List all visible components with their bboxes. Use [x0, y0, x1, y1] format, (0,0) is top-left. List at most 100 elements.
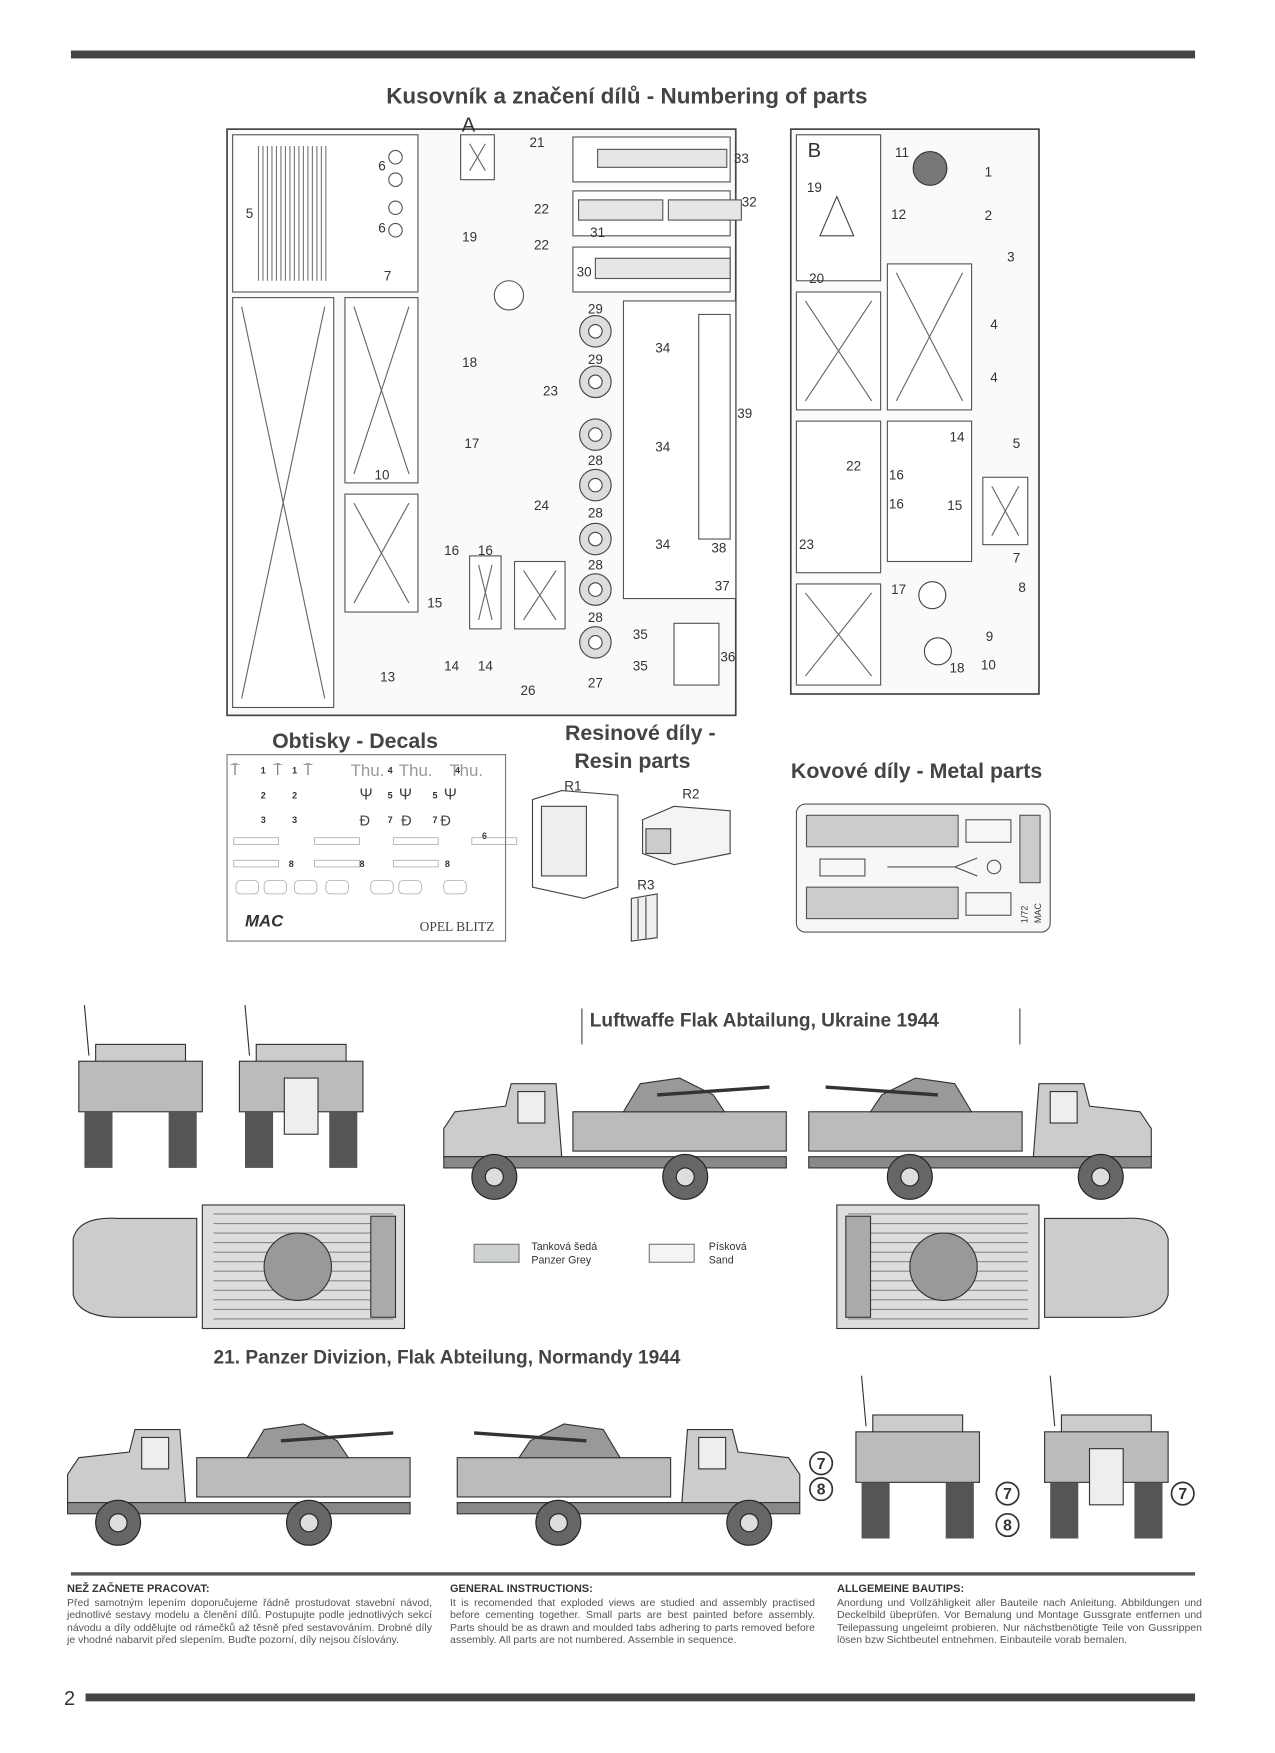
wheel-hub: [548, 1513, 568, 1533]
fret-logo: MAC: [1033, 903, 1043, 923]
swatch-sand: [648, 1243, 695, 1263]
color-legend: Tanková šedá Panzer Grey Písková Sand: [473, 1241, 747, 1266]
sprue-a-part-number: 30: [577, 264, 592, 279]
wheel: [1050, 1482, 1079, 1539]
sprue-b: [789, 128, 1040, 695]
callout-circle: [809, 1451, 834, 1476]
decal-number: 3: [292, 815, 297, 825]
sprue-b-part-number: 15: [947, 498, 962, 513]
wheel-hub: [588, 323, 603, 339]
sprue-panel: [886, 420, 973, 563]
sprue-b-part-number: 2: [985, 208, 992, 223]
sprue-b-part-number: 8: [1018, 580, 1025, 595]
sprue-a-part-number: 34: [655, 537, 670, 552]
instructions-cz: NEŽ ZAČNETE PRACOVAT: Před samotným lepe…: [67, 1583, 432, 1647]
wheel-hub: [588, 374, 603, 390]
sprue-b-part-number: 17: [891, 582, 906, 597]
decal-number: 6: [482, 831, 487, 841]
sprue-a-letter: A: [462, 114, 476, 136]
sprue-a-part-number: 27: [588, 675, 603, 690]
callout-circle: [995, 1481, 1020, 1506]
decal-thu: Thu.: [351, 761, 385, 780]
truck-front-view: [1044, 1375, 1169, 1539]
sprue-a: [226, 128, 742, 717]
sprue-b-part-number: 4: [990, 370, 998, 385]
sprue-b-part-number: 14: [950, 429, 965, 444]
decal-plate-small: [370, 880, 394, 895]
decal-plate-small: [294, 880, 318, 895]
instructions-de: ALLGEMEINE BAUTIPS: Anordung und Vollzäh…: [837, 1583, 1202, 1647]
cab-window: [1049, 1090, 1078, 1124]
chassis: [808, 1156, 1152, 1169]
cab-window: [517, 1090, 546, 1124]
decal-insignia: ⍑: [273, 762, 283, 779]
sprue-a-part-number: 7: [384, 269, 392, 284]
sprue-panel: [622, 300, 737, 600]
top-rule: [70, 50, 1196, 59]
sprue-b-part-number: 16: [889, 497, 904, 512]
instructions-en-heading: GENERAL INSTRUCTIONS:: [450, 1583, 593, 1595]
truck-side-view: [67, 1423, 411, 1546]
photo-etched-fret: [795, 803, 1051, 933]
decal-number: 7: [388, 815, 393, 825]
legend-sand-cz: Písková: [709, 1241, 747, 1253]
sprue-a-part-number: 16: [478, 543, 493, 558]
chassis-part: [698, 313, 731, 540]
callout-circle: [995, 1512, 1020, 1538]
wheel-hub: [900, 1167, 920, 1187]
gun-mount: [263, 1232, 333, 1301]
sprue-b-part-number: 10: [981, 657, 996, 672]
decal-plate: [314, 859, 360, 868]
resin-title-1: Resinové díly -: [565, 721, 716, 745]
decal-number: 4: [388, 766, 393, 776]
resin-label-r3: R3: [637, 877, 654, 892]
rail-part: [594, 257, 731, 280]
page-number: 2: [64, 1688, 76, 1710]
sprue-a-part-number: 37: [715, 579, 730, 594]
wheel-hub: [588, 635, 603, 650]
sprue-b-part-number: 18: [950, 661, 965, 676]
gun-barrel: [280, 1431, 394, 1443]
instructions-en-text: It is recomended that exploded views are…: [450, 1596, 815, 1647]
callout-number: 7: [1178, 1486, 1187, 1503]
disc-part: [388, 200, 403, 216]
wheel-hub: [675, 1167, 695, 1187]
rail-part: [597, 148, 728, 168]
callout-number: 7: [1003, 1486, 1012, 1503]
part-17: [918, 581, 947, 610]
decal-plate-small: [235, 880, 259, 895]
sprue-a-part-number: 26: [521, 683, 536, 698]
decal-trident: Ψ: [399, 787, 412, 804]
decal-plate: [471, 837, 518, 845]
decal-plate-small: [443, 880, 467, 895]
decal-plate: [314, 837, 360, 845]
sprue-a-part-number: 13: [380, 670, 395, 685]
sprue-a-part-number: 6: [378, 159, 386, 174]
truck-hood-cab: [1044, 1217, 1169, 1318]
decal-number: 2: [261, 790, 266, 800]
sprue-a-part-number: 18: [462, 355, 477, 370]
disc-part: [388, 149, 403, 165]
sprue-a-part-number: 34: [655, 439, 670, 454]
cab-window: [141, 1436, 170, 1470]
instructions-cz-heading: NEŽ ZAČNETE PRACOVAT:: [67, 1583, 210, 1595]
decals-title: Obtisky - Decals: [272, 729, 438, 753]
truck-rear-view: [78, 1005, 203, 1168]
decal-number: 7: [433, 815, 438, 825]
scheme-2-title: 21. Panzer Divizion, Flak Abteilung, Nor…: [214, 1347, 681, 1368]
mac-logo: MAC: [245, 911, 284, 930]
body: [78, 1060, 203, 1113]
sprue-panel: [795, 420, 882, 574]
wheel: [329, 1111, 358, 1168]
legend-sand-en: Sand: [709, 1254, 734, 1266]
resin-title-2: Resin parts: [574, 749, 690, 773]
rail-part: [577, 199, 664, 221]
antenna: [1049, 1375, 1056, 1427]
bottom-rule: [85, 1693, 1196, 1702]
truck-hood-cab: [72, 1217, 198, 1318]
wheel: [245, 1111, 274, 1168]
decal-symbol: Ð: [401, 813, 412, 829]
decal-trident: Ψ: [360, 787, 373, 804]
part-36: [673, 622, 720, 686]
sprue-b-letter: B: [808, 140, 821, 162]
